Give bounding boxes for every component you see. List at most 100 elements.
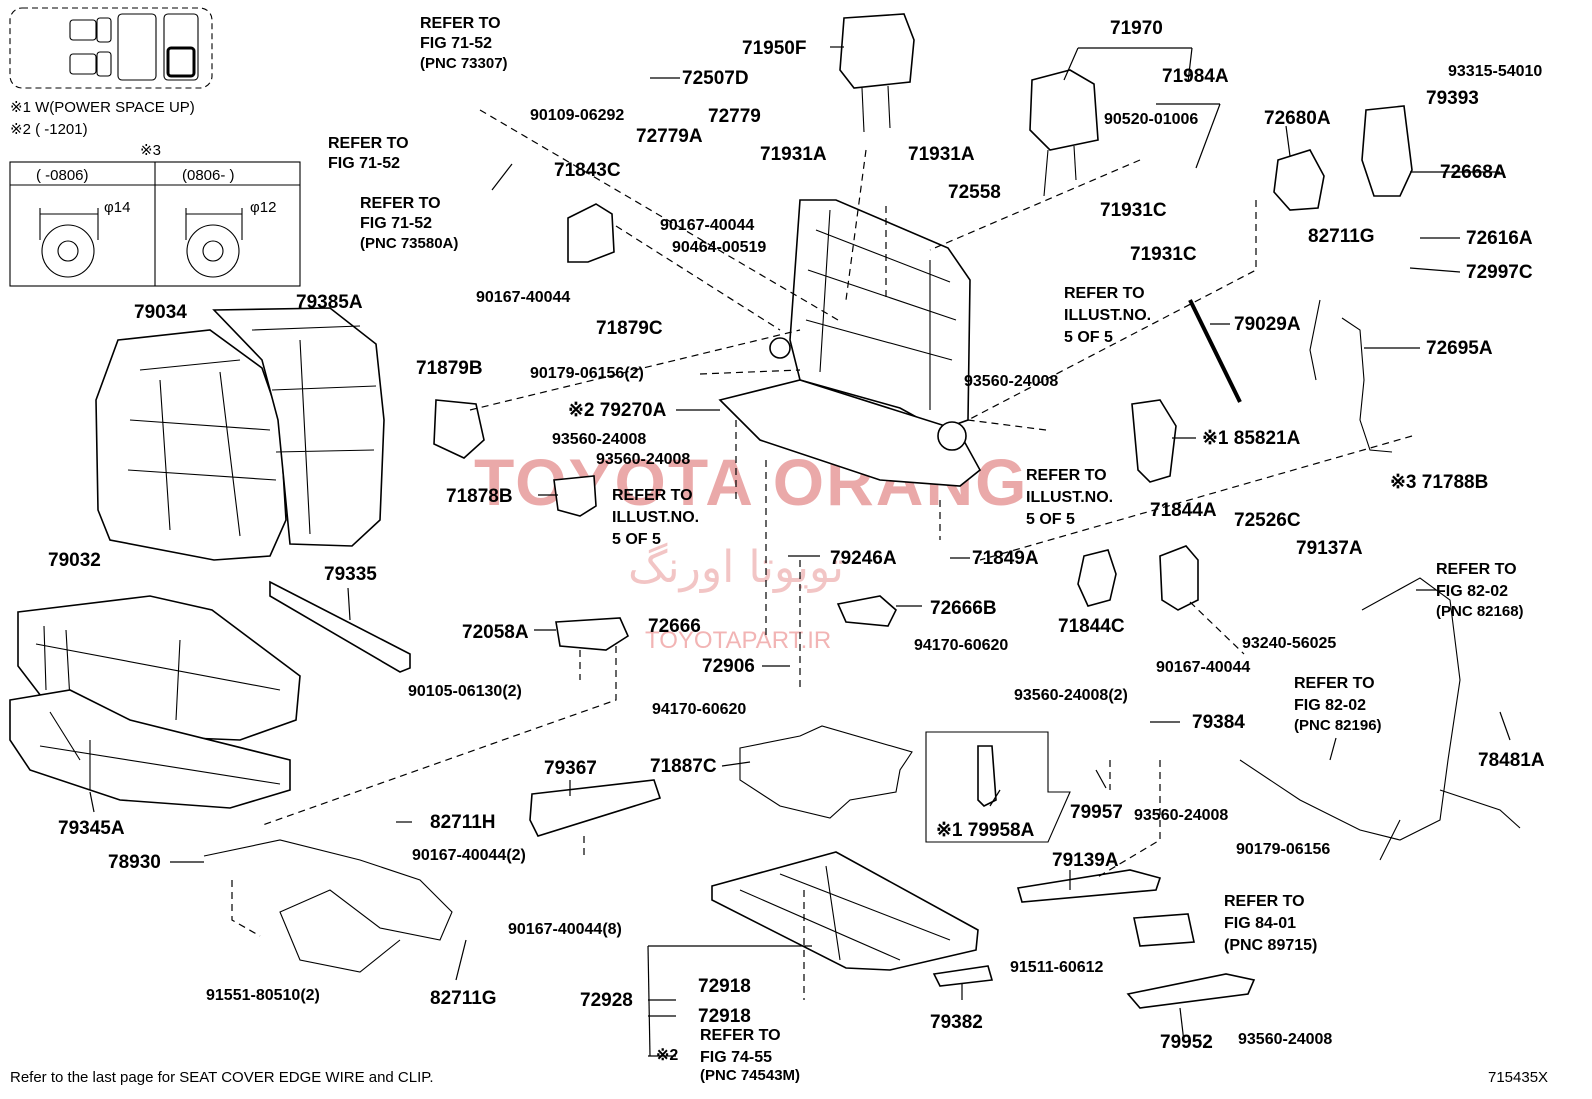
part-label[interactable]: 90464-00519 xyxy=(672,239,766,256)
part-label[interactable]: 94170-60620 xyxy=(652,701,746,718)
part-label[interactable]: 90520-01006 xyxy=(1104,111,1198,128)
legend-note-1: ※1 W(POWER SPACE UP) xyxy=(10,99,195,116)
part-label[interactable]: 78481A xyxy=(1478,750,1545,771)
part-label[interactable]: 72906 xyxy=(702,656,755,677)
part-label[interactable]: 93560-24008 xyxy=(1238,1031,1332,1048)
part-label[interactable]: 72526C xyxy=(1234,510,1301,531)
part-label[interactable]: 93560-24008 xyxy=(596,451,690,468)
part-label[interactable]: 93240-56025 xyxy=(1242,635,1336,652)
part-label[interactable]: 71931A xyxy=(760,144,827,165)
part-label[interactable]: 71950F xyxy=(742,38,806,59)
refer-note-9: REFER TO FIG 84-01 (PNC 89715) xyxy=(1224,893,1317,954)
part-label[interactable]: 79139A xyxy=(1052,850,1119,871)
part-label[interactable]: 79382 xyxy=(930,1012,983,1033)
refer-note-10: ※2 REFER TO FIG 74-55 (PNC 74543M) xyxy=(656,1027,800,1084)
part-label[interactable]: 79032 xyxy=(48,550,101,571)
part-label[interactable]: 72507D xyxy=(682,68,749,89)
part-label[interactable]: 79952 xyxy=(1160,1032,1213,1053)
part-label[interactable]: 90105-06130(2) xyxy=(408,683,522,700)
part-label[interactable]: 79137A xyxy=(1296,538,1363,559)
part-label[interactable]: 78930 xyxy=(108,852,161,873)
part-label[interactable]: 72779A xyxy=(636,126,703,147)
part-label[interactable]: 93315-54010 xyxy=(1448,63,1542,80)
part-label[interactable]: 72666 xyxy=(648,616,701,637)
part-label[interactable]: 71879C xyxy=(596,318,663,339)
part-label[interactable]: 79246A xyxy=(830,548,897,569)
part-label[interactable]: 79393 xyxy=(1426,88,1479,109)
part-label[interactable]: 72997C xyxy=(1466,262,1533,283)
part-label[interactable]: ※1 79958A xyxy=(936,820,1035,841)
part-label[interactable]: 79335 xyxy=(324,564,377,585)
part-label[interactable]: 72666B xyxy=(930,598,997,619)
cover-71844C xyxy=(1077,549,1117,607)
footer-note: Refer to the last page for SEAT COVER ED… xyxy=(10,1069,434,1086)
part-label[interactable]: 71931C xyxy=(1100,200,1167,221)
part-label[interactable]: 90167-40044 xyxy=(1156,659,1250,676)
part-label[interactable]: 71887C xyxy=(650,756,717,777)
part-label[interactable]: 90167-40044(2) xyxy=(412,847,526,864)
legend-dia-2: φ12 xyxy=(250,199,276,216)
part-label[interactable]: 72918 xyxy=(698,1006,751,1027)
part-label[interactable]: 72616A xyxy=(1466,228,1533,249)
legend-col-2: (0806- ) xyxy=(182,167,235,184)
part-label[interactable]: 90179-06156 xyxy=(1236,841,1330,858)
part-label[interactable]: 71984A xyxy=(1162,66,1229,87)
part-label[interactable]: 71849A xyxy=(972,548,1039,569)
part-label[interactable]: 72058A xyxy=(462,622,529,643)
cover-box xyxy=(1133,913,1195,947)
part-label[interactable]: 72668A xyxy=(1440,162,1507,183)
part-label[interactable]: 90109-06292 xyxy=(530,107,624,124)
part-label[interactable]: 93560-24008 xyxy=(552,431,646,448)
motor-85821A xyxy=(1131,399,1177,483)
part-label[interactable]: 79384 xyxy=(1192,712,1245,733)
part-label[interactable]: 71931A xyxy=(908,144,975,165)
part-label[interactable]: 79345A xyxy=(58,818,125,839)
part-label[interactable]: 72779 xyxy=(708,106,761,127)
part-label[interactable]: 71970 xyxy=(1110,18,1163,39)
part-label[interactable]: 72695A xyxy=(1426,338,1493,359)
part-label[interactable]: 79957 xyxy=(1070,802,1123,823)
part-label[interactable]: ※3 71788B xyxy=(1390,472,1488,493)
part-label[interactable]: 90167-40044(8) xyxy=(508,921,622,938)
refer-note-8: REFER TO FIG 82-02 (PNC 82196) xyxy=(1294,675,1382,734)
part-label[interactable]: 79029A xyxy=(1234,314,1301,335)
part-label[interactable]: 79385A xyxy=(296,292,363,313)
part-label[interactable]: 72680A xyxy=(1264,108,1331,129)
wire-cable-left xyxy=(203,839,453,973)
part-label[interactable]: 71878B xyxy=(446,486,513,507)
part-label[interactable]: 93560-24008(2) xyxy=(1014,687,1128,704)
part-label[interactable]: 71879B xyxy=(416,358,483,379)
part-label[interactable]: 72558 xyxy=(948,182,1001,203)
bracket-72666B xyxy=(836,595,897,627)
refer-note-2: REFER TO FIG 71-52 xyxy=(328,135,413,172)
seat-frame xyxy=(718,199,982,487)
part-label[interactable]: 91511-60612 xyxy=(1010,959,1104,976)
part-label[interactable]: 72918 xyxy=(698,976,751,997)
part-label[interactable]: 79367 xyxy=(544,758,597,779)
part-label[interactable]: 82711G xyxy=(1308,226,1375,247)
refer-note-6: REFER TO ILLUST.NO. 5 OF 5 xyxy=(612,487,704,548)
part-label[interactable]: 71844A xyxy=(1150,500,1217,521)
cover-71878B xyxy=(553,475,597,517)
legend-note-2: ※2 ( -1201) xyxy=(10,121,88,138)
part-label[interactable]: ※2 79270A xyxy=(568,400,667,421)
part-label[interactable]: 71843C xyxy=(554,160,621,181)
part-label[interactable]: 82711H xyxy=(430,812,496,833)
part-label[interactable]: 93560-24008 xyxy=(1134,807,1228,824)
part-label[interactable]: 93560-24008 xyxy=(964,373,1058,390)
small-trim-79382 xyxy=(932,965,994,987)
part-label[interactable]: 79034 xyxy=(134,302,187,323)
part-label[interactable]: 90179-06156(2) xyxy=(530,365,644,382)
part-label[interactable]: 90167-40044 xyxy=(660,217,754,234)
seat-track-cover xyxy=(1016,869,1162,903)
part-label[interactable]: 91551-80510(2) xyxy=(206,987,320,1004)
part-label[interactable]: 90167-40044 xyxy=(476,289,570,306)
part-label[interactable]: 71931C xyxy=(1130,244,1197,265)
part-label[interactable]: 71844C xyxy=(1058,616,1125,637)
side-trim-bar xyxy=(269,580,411,673)
part-label[interactable]: 94170-60620 xyxy=(914,637,1008,654)
part-label[interactable]: ※1 85821A xyxy=(1202,428,1301,449)
part-label[interactable]: 72928 xyxy=(580,990,633,1011)
part-label[interactable]: 82711G xyxy=(430,988,497,1009)
